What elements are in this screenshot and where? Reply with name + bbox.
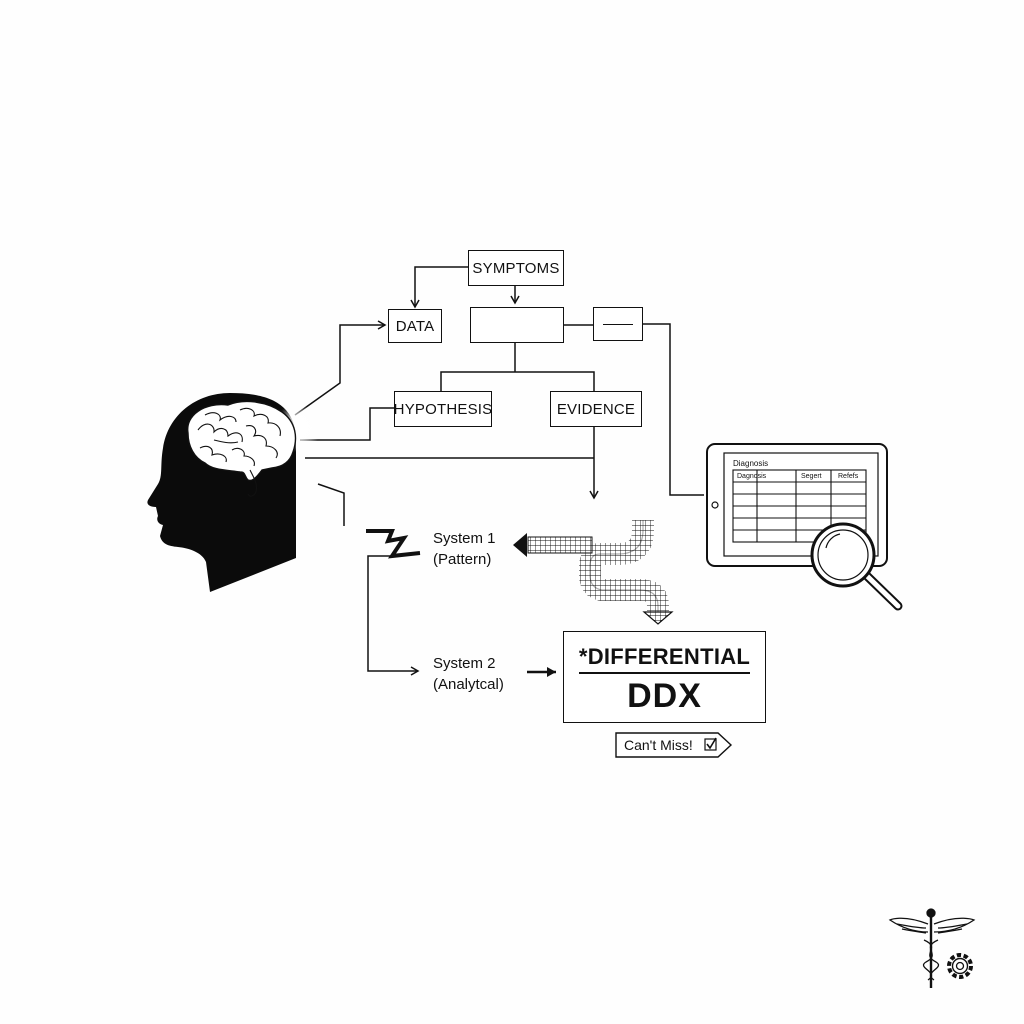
system2-title: System 2 <box>433 655 496 672</box>
cant-miss-tag <box>615 732 733 758</box>
tablet-column-header: Dagnosis <box>737 473 767 480</box>
empty-box-center <box>470 307 564 343</box>
cant-miss-label: Can't Miss! <box>624 737 693 753</box>
lightning-icon <box>366 529 421 559</box>
system2-subtitle: (Analytcal) <box>433 676 504 693</box>
data-box: DATA <box>388 309 442 343</box>
tablet-column-header: Refefs <box>838 473 859 480</box>
head-brain-icon <box>147 393 321 592</box>
system2-label: System 2 (Analytcal) <box>433 653 504 695</box>
hypothesis-label: HYPOTHESIS <box>393 400 493 418</box>
symptoms-label: SYMPTOMS <box>472 259 560 277</box>
connector-head-data <box>294 320 387 416</box>
evidence-box: EVIDENCE <box>550 391 642 427</box>
system1-label: System 1 (Pattern) <box>433 528 496 570</box>
dash-line <box>603 323 633 325</box>
symptoms-box: SYMPTOMS <box>468 250 564 286</box>
connector-center-split <box>440 343 595 391</box>
differential-ddx-box: *DIFFERENTIAL DDX <box>563 631 766 723</box>
evidence-label: EVIDENCE <box>556 400 636 418</box>
hypothesis-box: HYPOTHESIS <box>394 391 492 427</box>
system1-subtitle: (Pattern) <box>433 551 492 568</box>
gear-icon <box>947 953 973 979</box>
tablet-column-header: Segert <box>801 473 822 480</box>
magnifier-icon <box>810 522 903 611</box>
connector-side-tablet <box>643 323 704 496</box>
connector-symptoms-data <box>410 266 468 309</box>
ddx-subtitle: DDX <box>627 677 702 715</box>
connector-head-hypothesis <box>300 407 394 441</box>
system1-title: System 1 <box>433 530 496 547</box>
grid-path-arrow <box>513 520 674 625</box>
tablet-title: Diagnosis <box>733 459 769 468</box>
checkbox-icon <box>704 738 717 751</box>
differential-title: *DIFFERENTIAL <box>578 644 751 674</box>
data-label: DATA <box>395 317 435 335</box>
caduceus-icon <box>888 908 976 988</box>
connector-head-system1 <box>317 483 345 526</box>
connector-system2 <box>367 555 420 676</box>
empty-box-side <box>593 307 643 341</box>
